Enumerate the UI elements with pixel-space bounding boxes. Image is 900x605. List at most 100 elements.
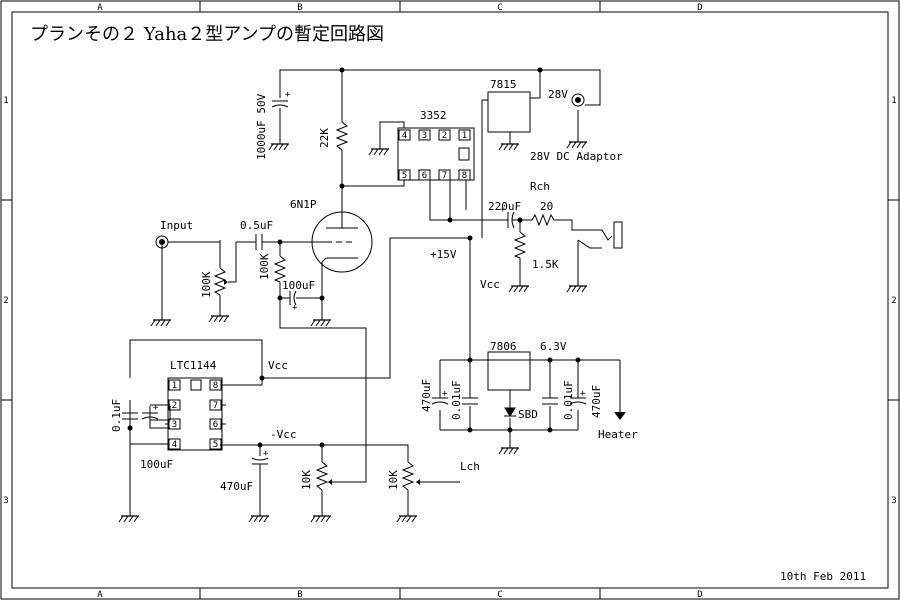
res-20-label: 20: [540, 200, 553, 213]
pin-label: 6: [422, 171, 427, 181]
capacitor-100uf-ltc: +: [141, 403, 159, 420]
col-label-a-top: A: [97, 3, 103, 13]
wires: [129, 69, 621, 512]
ground-symbol: [368, 144, 390, 156]
cap-470uf-l-label: 470uF: [420, 379, 433, 412]
capacitor-0-1uf: [122, 412, 138, 420]
cap-001-r-label: 0.01uF: [562, 380, 575, 420]
pin-label: 3: [172, 420, 177, 430]
minus-vcc-label: -Vcc: [270, 428, 297, 441]
input-label: Input: [160, 219, 193, 232]
pot-wiper-arrow: [328, 479, 332, 485]
pin-label: 5: [402, 171, 407, 181]
resistor-22k: [335, 121, 349, 151]
ic-3352: [397, 127, 475, 181]
dc-adaptor-label: 28V DC Adaptor: [530, 150, 623, 163]
lch-label: Lch: [460, 460, 480, 473]
svg-text:+: +: [285, 90, 291, 100]
row-label-3-left: 3: [3, 496, 8, 506]
ground-symbol: [566, 137, 588, 149]
v6-3-label: 6.3V: [540, 340, 567, 353]
vacuum-tube-6n1p: [311, 211, 373, 273]
resistor-1-5k: [513, 231, 527, 259]
col-label-b-bottom: B: [297, 590, 302, 600]
headphone-jack-rch: [601, 221, 623, 249]
potentiometer-100k: [213, 267, 227, 296]
row-label-2-right: 2: [891, 296, 896, 306]
cap-0-1uf-label: 0.1uF: [110, 399, 123, 432]
col-label-b-top: B: [297, 3, 302, 13]
res-100k-label: 100K: [258, 253, 271, 280]
capacitor-470uf-right: +: [569, 389, 587, 405]
diagram-title: プランその２ Yaha２型アンプの暫定回路図: [30, 24, 384, 45]
ground-symbol: [508, 281, 530, 293]
dc-jack: [571, 93, 585, 107]
pin-label: 2: [442, 131, 447, 141]
ic-3352-label: 3352: [420, 109, 447, 122]
pin-label: 7: [213, 401, 218, 411]
heater-arrow: [614, 412, 626, 420]
cap-470uf-r-label: 470uF: [590, 385, 603, 418]
col-label-d-top: D: [697, 3, 702, 13]
rch-label: Rch: [530, 180, 550, 193]
pin-label: 5: [213, 440, 218, 450]
resistor-100k: [273, 255, 287, 283]
cap-001-l-label: 0.01uF: [450, 380, 463, 420]
ic-3352-pins: 4 3 2 1 5 6 7 8: [402, 131, 467, 181]
ground-symbol: [498, 139, 520, 151]
pot-wiper-arrow: [224, 279, 228, 285]
capacitor-470uf-neg: +: [251, 449, 269, 465]
pin-label: 1: [172, 381, 177, 391]
pot-10k-b-label: 10K: [387, 470, 400, 490]
date-label: 10th Feb 2011: [780, 570, 866, 583]
col-label-d-bottom: D: [697, 590, 702, 600]
row-label-1-right: 1: [891, 96, 896, 106]
vcc-right-label: Vcc: [480, 278, 500, 291]
ground-symbol: [268, 139, 290, 151]
potentiometer-10k: [401, 461, 415, 491]
ic-ltc1144: [130, 377, 263, 451]
sbd-label: SBD: [518, 408, 538, 421]
row-label-3-right: 3: [891, 496, 896, 506]
frame-labels: A B C D A B C D 1 2 3 1 2 3: [3, 3, 896, 600]
ground-symbol: [310, 511, 332, 523]
ground-symbol: [310, 315, 332, 327]
regulator-7806: [487, 351, 531, 391]
cap-1000uf-label: 1000uF 50V: [255, 93, 268, 160]
pin-label: 2: [172, 401, 177, 411]
res-22k-label: 22K: [318, 128, 331, 148]
ground-symbol: [498, 443, 520, 455]
capacitor-0-01uf-right: [542, 397, 558, 405]
res-1-5k-label: 1.5K: [532, 258, 559, 271]
cap-0-5uf-label: 0.5uF: [240, 219, 273, 232]
svg-text:+: +: [292, 303, 298, 313]
cap-470uf-neg-label: 470uF: [220, 480, 253, 493]
pin-label: 8: [462, 171, 467, 181]
col-label-a-bottom: A: [97, 590, 103, 600]
vcc-ltc-label: Vcc: [268, 359, 288, 372]
regulator-7815: [487, 91, 531, 133]
pot-wiper-arrow: [416, 479, 420, 485]
resistor-20: [531, 213, 556, 227]
capacitor-470uf-left: +: [431, 389, 449, 405]
pot-10k-a-label: 10K: [300, 470, 313, 490]
junction-dots: [127, 67, 581, 448]
pin-label: 4: [172, 440, 177, 450]
pin-label: 7: [442, 171, 447, 181]
row-label-2-left: 2: [3, 296, 8, 306]
cap-100uf-tube-label: 100uF: [282, 279, 315, 292]
plus15v-label: +15V: [430, 248, 457, 261]
ground-symbol: [566, 281, 588, 293]
ground-symbol: [118, 511, 140, 523]
reg-7806-label: 7806: [490, 340, 517, 353]
ground-symbol: [208, 311, 230, 323]
pot-100k-label: 100K: [200, 271, 213, 298]
svg-text:+: +: [263, 449, 269, 459]
pin-label: 4: [402, 131, 407, 141]
pin-label: 3: [422, 131, 427, 141]
ltc-pins: 1 8 2 7 3 6 4 5: [172, 381, 218, 450]
capacitor-1000uf: +: [271, 90, 291, 108]
